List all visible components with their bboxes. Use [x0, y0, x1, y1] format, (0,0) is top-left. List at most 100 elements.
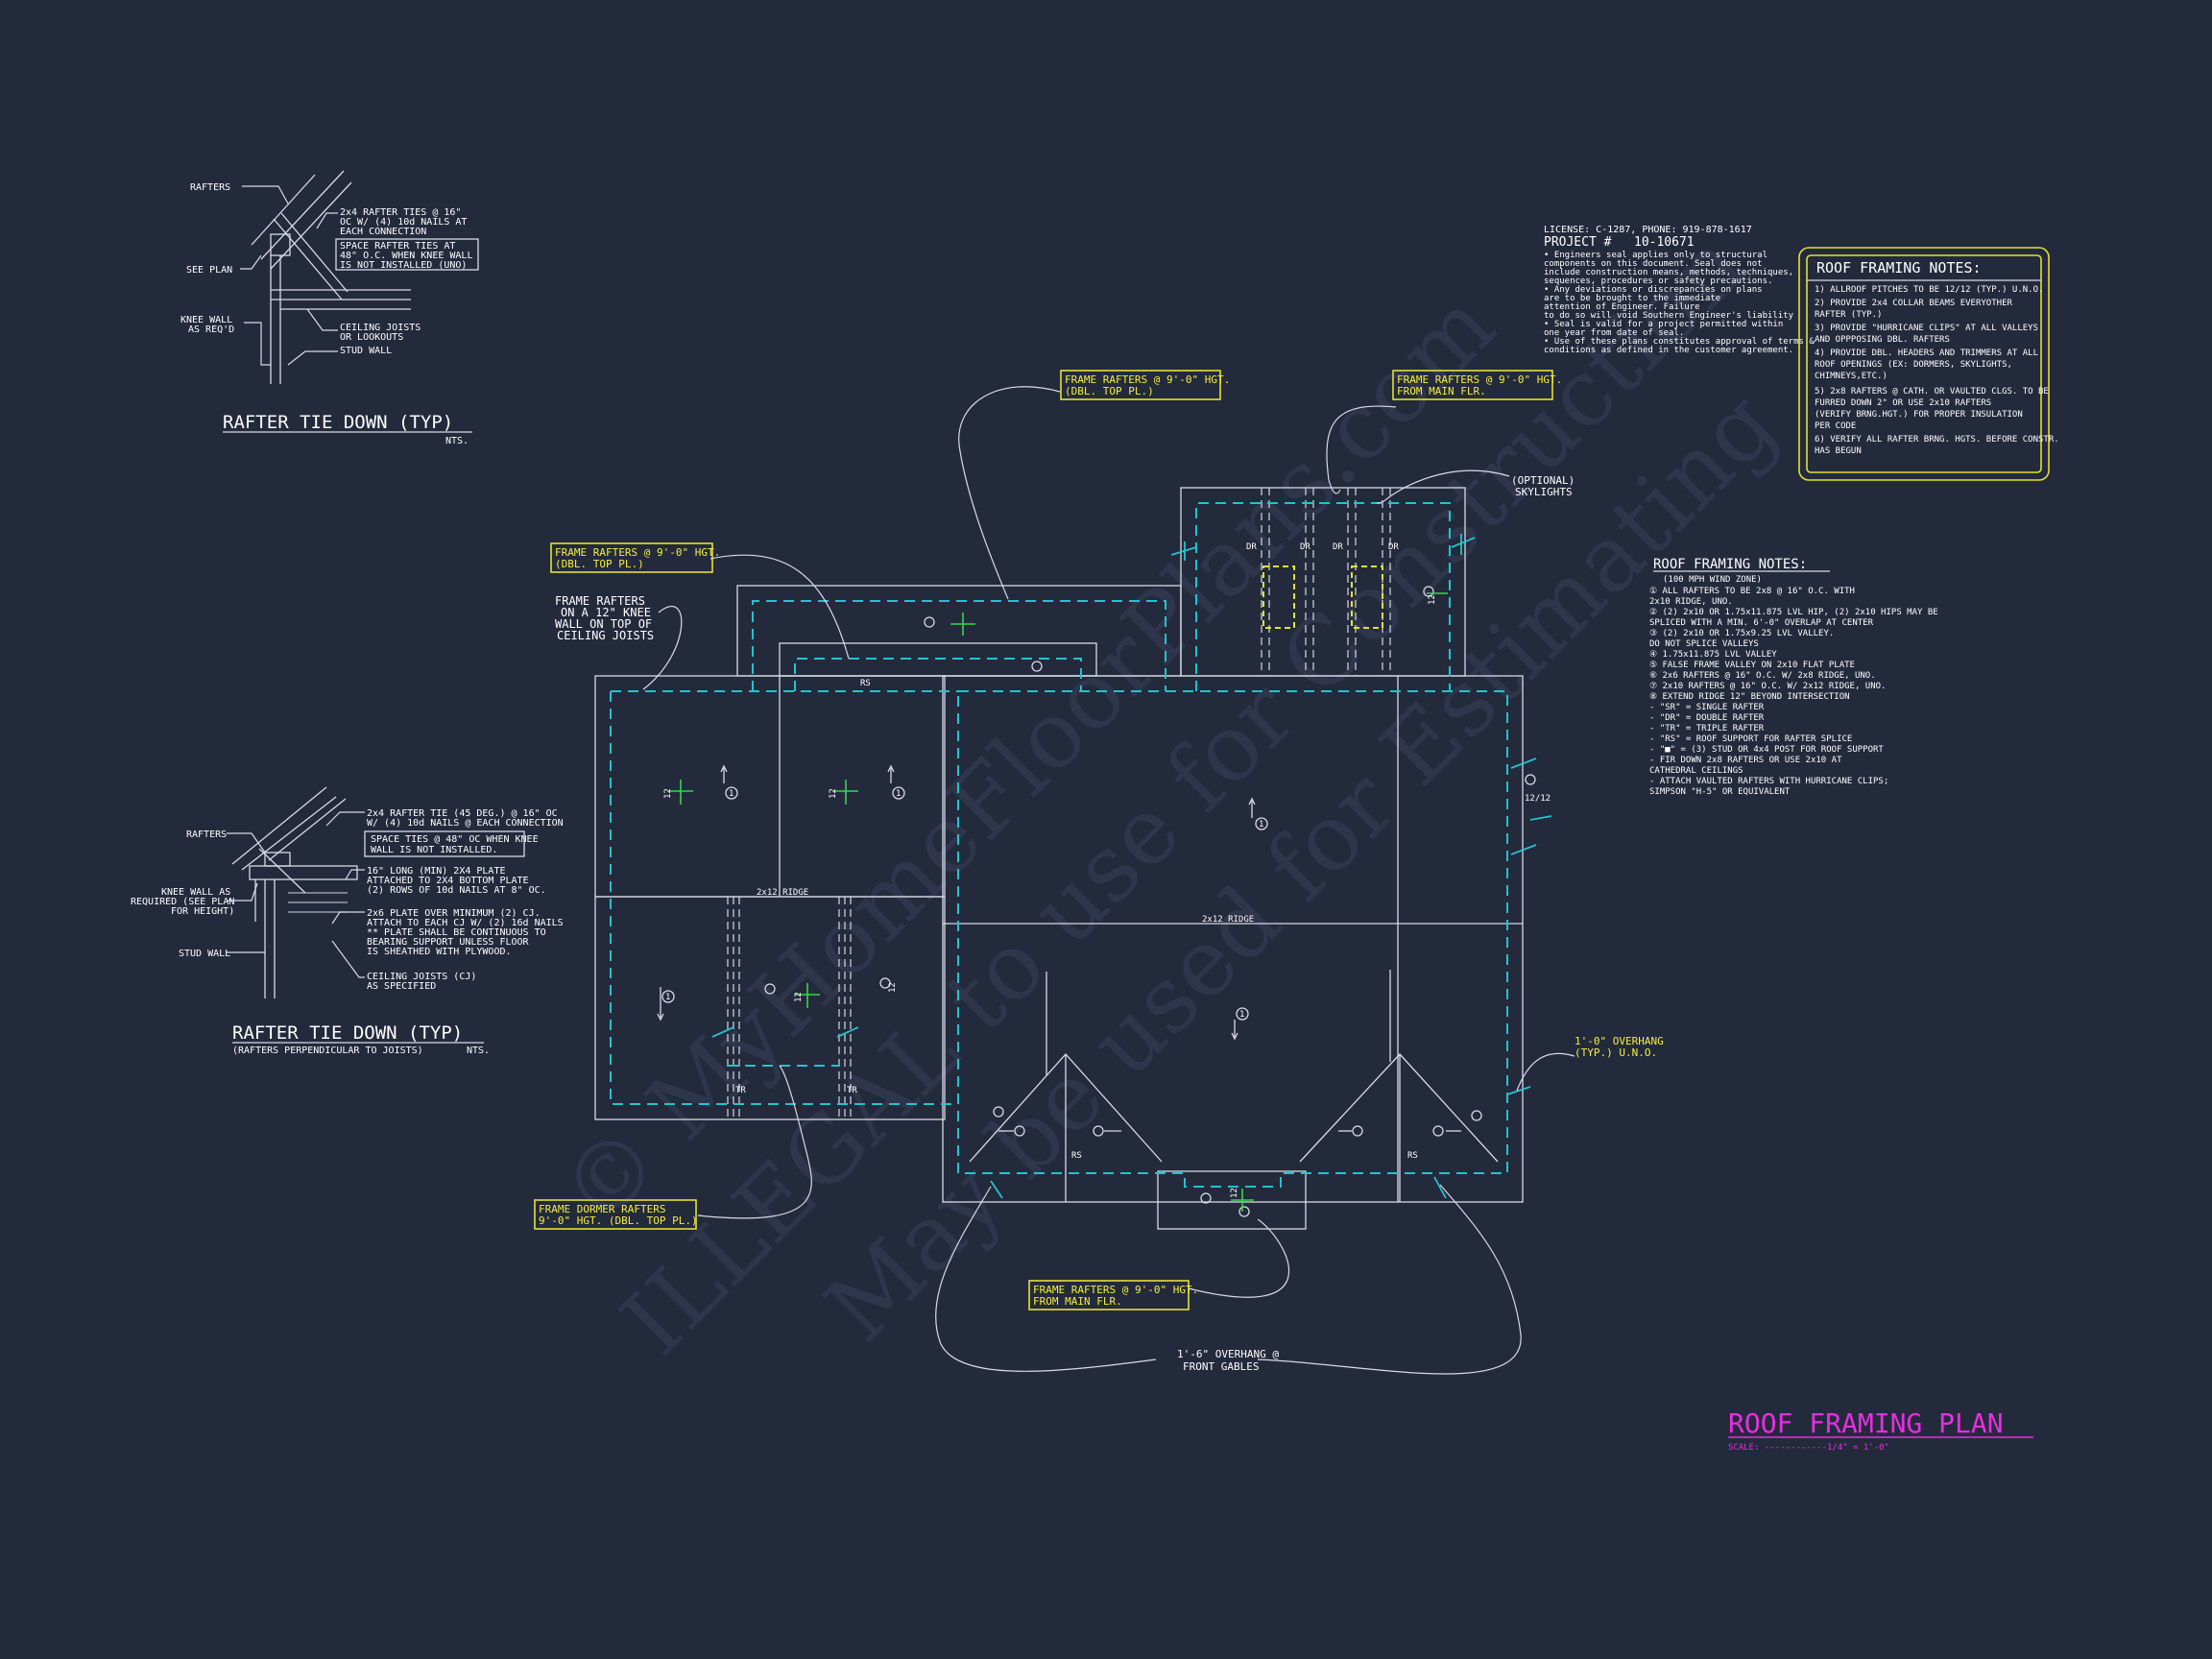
d1-label-space-2: 48" O.C. WHEN KNEE WALL [340, 251, 472, 261]
callout-4-line-2: 9'-0" HGT. (DBL. TOP PL.) [539, 1214, 698, 1227]
notes-list-item: - "■" = (3) STUD OR 4x4 POST FOR ROOF SU… [1649, 745, 1884, 755]
notes-list-item: - "RS" = ROOF SUPPORT FOR RAFTER SPLICE [1649, 734, 1852, 744]
callout-3: FRAME RAFTERS @ 9'-0" HGT. (DBL. TOP PL.… [550, 542, 720, 573]
d1-label-rafters: RAFTERS [190, 182, 230, 193]
notes-list-item: ⑤ FALSE FRAME VALLEY ON 2x10 FLAT PLATE [1649, 661, 1855, 670]
license-bullet: are to be brought to the immediate [1544, 294, 1720, 303]
d2-label-plate2-4: BEARING SUPPORT UNLESS FLOOR [367, 937, 530, 948]
d2-label-ties-2: W/ (4) 10d NAILS @ EACH CONNECTION [367, 818, 564, 829]
front-gables [969, 970, 1499, 1202]
callout-2-line-2: FROM MAIN FLR. [1397, 385, 1486, 397]
notes-list-item: DO NOT SPLICE VALLEYS [1649, 639, 1759, 649]
license-bullets: • Engineers seal applies only to structu… [1544, 251, 1815, 355]
notes-box-item: HAS BEGUN [1815, 446, 1862, 456]
d2-label-rafters: RAFTERS [186, 830, 227, 840]
notes-list-item: - FIR DOWN 2x8 RAFTERS OR USE 2x10 AT [1649, 756, 1842, 765]
engineer-license-block: LICENSE: C-1287, PHONE: 919-878-1617 PRO… [1544, 225, 1815, 355]
d1-label-knee-2: AS REQ'D [188, 325, 234, 335]
roof-plan: 2x12 RIDGE 2x12 RIDGE RS RS RS DR DR DR … [555, 386, 1575, 1375]
d1-label-ceiling-1: CEILING JOISTS [340, 323, 421, 333]
d2-subtitle: (RAFTERS PERPENDICULAR TO JOISTS) [232, 1046, 423, 1056]
notes-list-item: ① ALL RAFTERS TO BE 2x8 @ 16" O.C. WITH [1649, 587, 1855, 596]
dr-label: DR [1333, 542, 1343, 552]
notes-list-title: ROOF FRAMING NOTES: [1653, 557, 1807, 572]
d2-label-knee-2: REQUIRED (SEE PLAN [131, 897, 234, 907]
license-bullet: components on this document. Seal does n… [1544, 259, 1763, 269]
license-bullet: to do so will void Southern Engineer's l… [1544, 311, 1794, 321]
d2-label-plate2-3: ** PLATE SHALL BE CONTINUOUS TO [367, 927, 546, 938]
license-bullet: • Any deviations or discrepancies on pla… [1544, 285, 1763, 295]
pitch-label: 12 [1428, 594, 1437, 605]
dormer-strip [1261, 488, 1391, 676]
callout-1: FRAME RAFTERS @ 9'-0" HGT. (DBL. TOP PL.… [1060, 370, 1230, 400]
d2-label-ceiling-2: AS SPECIFIED [367, 981, 436, 992]
license-bullet: • Engineers seal applies only to structu… [1544, 251, 1767, 260]
callout-6-line-1: 1'-0" OVERHANG [1575, 1035, 1664, 1047]
d2-label-space-2: WALL IS NOT INSTALLED. [371, 845, 497, 855]
d1-scale: NTS. [445, 436, 469, 446]
notes-list-subtitle: (100 MPH WIND ZONE) [1663, 575, 1762, 585]
callout-2: FRAME RAFTERS @ 9'-0" HGT. FROM MAIN FLR… [1392, 370, 1562, 400]
knee-wall-label-2: ON A 12" KNEE [561, 606, 651, 619]
d2-label-plate2-2: ATTACH TO EACH CJ W/ (2) 16d NAILS [367, 918, 564, 928]
tr-label: TR [735, 1086, 746, 1095]
notes-list-item: ② (2) 2x10 OR 1.75x11.875 LVL HIP, (2) 2… [1649, 608, 1938, 617]
notes-list-item: CATHEDRAL CEILINGS [1649, 766, 1743, 776]
notes-box-title: ROOF FRAMING NOTES: [1816, 259, 1982, 276]
notes-box-item: 1) ALLROOF PITCHES TO BE 12/12 (TYP.) U.… [1815, 285, 2043, 295]
notes-box-item: 6) VERIFY ALL RAFTER BRNG. HGTS. BEFORE … [1815, 435, 2059, 445]
notes-list-item: ⑦ 2x10 RAFTERS @ 16" O.C. W/ 2x12 RIDGE,… [1649, 682, 1886, 691]
pitch-label-side: 12/12 [1525, 794, 1551, 804]
d2-label-knee-1: KNEE WALL AS [161, 887, 230, 898]
notes-list-item: - "DR" = DOUBLE RAFTER [1649, 713, 1765, 723]
notes-box-item: PER CODE [1815, 421, 1856, 431]
note-markers: 1 1 1 1 1 [657, 586, 1536, 1217]
pitch-label: 12 [663, 788, 673, 799]
project-number: 10-10671 [1634, 235, 1695, 250]
notes-box-item: 4) PROVIDE DBL. HEADERS AND TRIMMERS AT … [1815, 349, 2038, 358]
pitch-label: 12 [829, 788, 838, 799]
skylights-label-1: (OPTIONAL) [1511, 474, 1575, 487]
notes-list-item: SIMPSON "H-5" OR EQUIVALENT [1649, 787, 1791, 797]
notes-box-item: ROOF OPENINGS (EX: DORMERS, SKYLIGHTS, [1815, 360, 2012, 370]
svg-text:1: 1 [1259, 820, 1263, 830]
svg-text:1: 1 [1239, 1010, 1244, 1020]
d2-label-plate2-5: IS SHEATHED WITH PLYWOOD. [367, 947, 512, 957]
d2-label-ceiling-1: CEILING JOISTS (CJ) [367, 972, 476, 982]
callout-3-line-1: FRAME RAFTERS @ 9'-0" HGT. [555, 546, 720, 559]
notes-list-item: ⑥ 2x6 RAFTERS @ 16" O.C. W/ 2x8 RIDGE, U… [1649, 671, 1876, 681]
notes-box-item: (VERIFY BRNG.HGT.) FOR PROPER INSULATION [1815, 410, 2023, 420]
license-bullet: sequences, procedures or safety precauti… [1544, 276, 1772, 286]
d2-label-plate-3: (2) ROWS OF 10d NAILS AT 8" OC. [367, 885, 546, 896]
project-label: PROJECT # [1544, 235, 1612, 250]
d1-label-ties-1: 2x4 RAFTER TIES @ 16" [340, 207, 461, 218]
d1-label-ties-3: EACH CONNECTION [340, 227, 426, 237]
callout-5-line-2: FROM MAIN FLR. [1033, 1295, 1122, 1308]
tr-label: TR [847, 1086, 857, 1095]
notes-list-item: SPLICED WITH A MIN. 6'-0" OVERLAP AT CEN… [1649, 618, 1874, 628]
notes-box-item: CHIMNEYS,ETC.) [1815, 372, 1887, 381]
callout-2-line-1: FRAME RAFTERS @ 9'-0" HGT. [1397, 373, 1562, 386]
rs-label: RS [1071, 1151, 1082, 1161]
d2-label-space-1: SPACE TIES @ 48" OC WHEN KNEE [371, 834, 539, 845]
pitch-label: 12 [888, 982, 898, 993]
d2-label-plate-1: 16" LONG (MIN) 2X4 PLATE [367, 866, 506, 877]
callout-6: 1'-0" OVERHANG (TYP.) U.N.O. [1575, 1035, 1664, 1059]
d2-label-ties-1: 2x4 RAFTER TIE (45 DEG.) @ 16" OC [367, 808, 558, 819]
callout-1-line-2: (DBL. TOP PL.) [1065, 385, 1154, 397]
notes-list-item: - ATTACH VAULTED RAFTERS WITH HURRICANE … [1649, 777, 1888, 786]
clip-markers [711, 534, 1552, 1199]
d1-label-see-plan: SEE PLAN [186, 265, 232, 276]
notes-list-item: ⑧ EXTEND RIDGE 12" BEYOND INTERSECTION [1649, 692, 1850, 702]
notes-list-item: - "SR" = SINGLE RAFTER [1649, 703, 1765, 712]
pitch-symbols: 12 12 12 12 12 12 [663, 592, 1448, 1212]
d1-label-space-3: IS NOT INSTALLED (UNO) [340, 260, 467, 271]
dr-label: DR [1388, 542, 1399, 552]
dr-label: DR [1300, 542, 1310, 552]
callout-3-line-2: (DBL. TOP PL.) [555, 558, 644, 570]
knee-wall-label-3: WALL ON TOP OF [555, 617, 652, 631]
svg-text:1: 1 [729, 789, 733, 799]
skylights-label-2: SKYLIGHTS [1515, 486, 1573, 498]
roof-framing-notes-list: ROOF FRAMING NOTES: (100 MPH WIND ZONE) … [1649, 557, 1938, 797]
callout-5: FRAME RAFTERS @ 9'-0" HGT. FROM MAIN FLR… [1028, 1280, 1198, 1310]
